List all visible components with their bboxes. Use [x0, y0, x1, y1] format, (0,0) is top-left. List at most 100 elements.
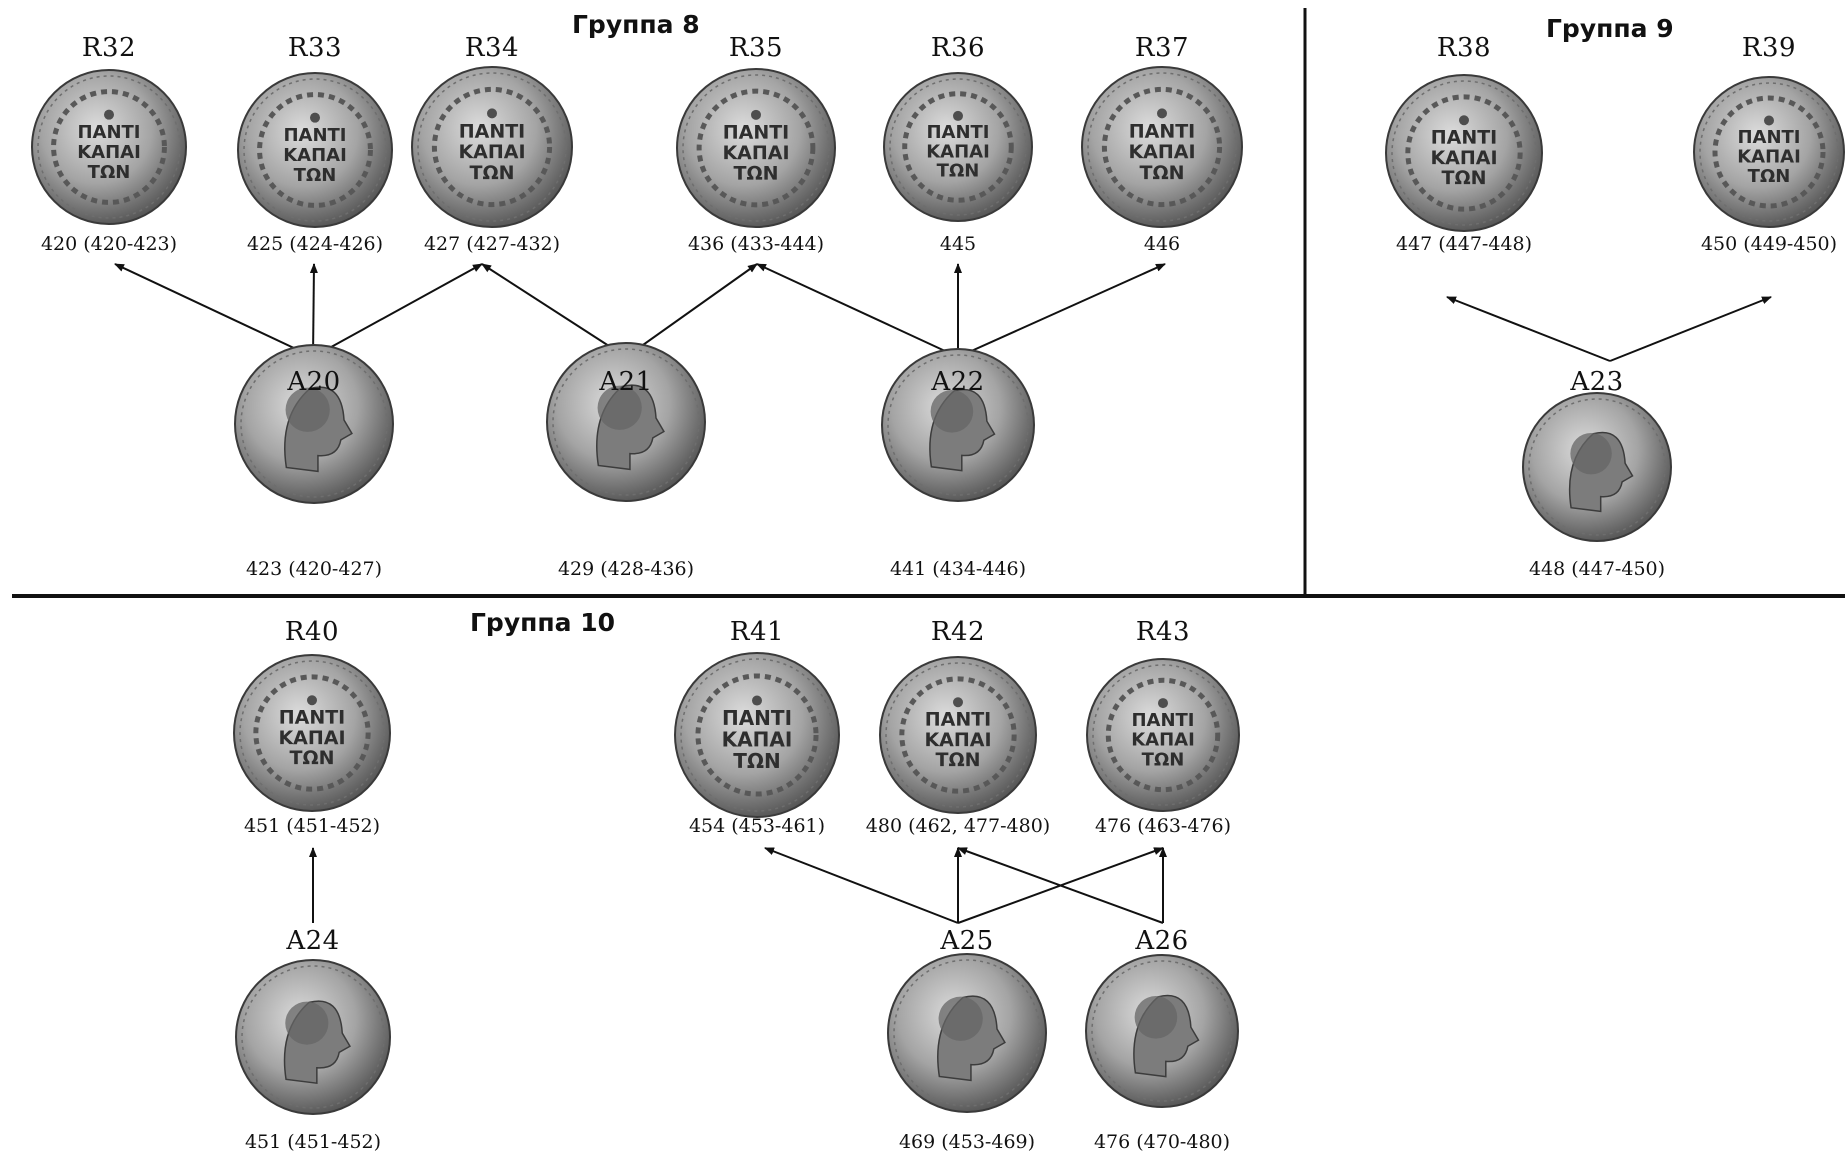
coin-legend-line: ΠΑΝΤΙ [1129, 120, 1196, 142]
coin-caption-r43: 476 (463-476) [1094, 815, 1232, 837]
coin-legend-line: ΠΑΝΤΙ [1737, 127, 1800, 148]
coin-legend-line: ΚΑΠΑΙ [722, 142, 789, 164]
die-label-a23: A23 [1570, 367, 1624, 397]
coin-caption-r41: 454 (453-461) [688, 815, 826, 837]
coin-legend-line: ΠΑΝΤΙ [77, 122, 140, 143]
coin-caption-r40: 451 (451-452) [243, 815, 381, 837]
coin-legend-line: ΚΑΠΑΙ [722, 727, 793, 751]
coin-legend-line: ΠΑΝΤΙ [723, 122, 790, 144]
grape-icon [953, 697, 963, 708]
coin-legend-line: ΠΑΝΤΙ [926, 122, 989, 143]
coin-legend-line: ΤΩΝ [1139, 162, 1184, 184]
grape-icon [1157, 108, 1167, 119]
coin-caption-a23: 448 (447-450) [1528, 558, 1666, 580]
wreath-icon [695, 673, 819, 797]
link-a21-to-r35 [625, 263, 758, 358]
coin-legend-line: ΠΑΝΤΙ [279, 707, 346, 729]
wreath-icon [899, 676, 1017, 794]
wreath-icon [431, 86, 553, 208]
coin-legend-line: ΤΩΝ [1441, 167, 1486, 189]
die-label-r33: R33 [287, 33, 343, 63]
coin-legend-line: ΠΑΝΤΙ [459, 120, 526, 142]
wreathed-hair-icon [285, 1001, 329, 1045]
link-a26-to-r42 [957, 847, 1164, 924]
coin-legend-line: ΤΩΝ [733, 163, 778, 185]
coin-legend-line: ΠΑΝΤΙ [925, 709, 992, 731]
wreathed-hair-icon [1134, 996, 1178, 1039]
group-10-title: Группа 10 [470, 608, 616, 637]
link-a23-to-r38 [1446, 296, 1611, 362]
grape-icon [953, 110, 963, 121]
coin-legend-line: ΤΩΝ [88, 162, 131, 183]
wreath-icon [902, 91, 1014, 203]
group-9-title: Группа 9 [1546, 14, 1674, 43]
coin-legend-line: ΤΩΝ [289, 747, 334, 769]
grape-icon [307, 695, 317, 706]
grape-icon [1158, 698, 1168, 709]
wreathed-hair-icon [1570, 432, 1612, 475]
coin-caption-r32: 420 (420-423) [40, 233, 178, 255]
coin-a24-obverse [235, 959, 391, 1115]
die-label-a22: A22 [931, 367, 985, 397]
coin-caption-a21: 429 (428-436) [557, 558, 695, 580]
link-a22-to-r37 [957, 263, 1166, 358]
coin-caption-a24: 451 (451-452) [244, 1131, 382, 1153]
die-label-a24: A24 [286, 926, 340, 956]
die-label-a26: A26 [1135, 926, 1189, 956]
coin-caption-a20: 423 (420-427) [245, 558, 383, 580]
die-label-r43: R43 [1135, 617, 1191, 647]
coin-legend-line: ΚΑΠΑΙ [458, 141, 525, 163]
die-label-r41: R41 [729, 617, 785, 647]
coin-legend-line: ΚΑΠΑΙ [1131, 730, 1195, 751]
link-a20-to-r33 [309, 263, 318, 358]
coin-caption-a22: 441 (434-446) [889, 558, 1027, 580]
grape-icon [751, 109, 761, 120]
die-label-r34: R34 [464, 33, 520, 63]
link-a21-to-r34 [481, 263, 627, 358]
coin-a21-obverse [546, 342, 706, 502]
coin-legend-line: ΠΑΝΤΙ [1131, 710, 1194, 731]
coin-caption-r38: 447 (447-448) [1395, 233, 1533, 255]
wreath-icon [257, 92, 373, 208]
die-links [114, 263, 1772, 924]
wreath-icon [696, 88, 816, 208]
link-a22-to-r35 [756, 263, 959, 358]
coin-legend-line: ΤΩΝ [1748, 166, 1791, 187]
coin-a20-obverse [234, 344, 394, 504]
coin-a25-obverse [887, 953, 1047, 1113]
die-label-r32: R32 [81, 33, 137, 63]
die-label-r42: R42 [930, 617, 986, 647]
coin-a22-obverse [881, 348, 1035, 502]
link-a23-to-r39 [1609, 296, 1772, 362]
grape-icon [1764, 115, 1774, 126]
coin-caption-a25: 469 (453-469) [898, 1131, 1036, 1153]
coin-a23-obverse [1522, 392, 1672, 542]
wreath-icon [51, 89, 167, 205]
coins: ΠΑΝΤΙΚΑΠΑΙΤΩΝΠΑΝΤΙΚΑΠΑΙΤΩΝΠΑΝΤΙΚΑΠΑΙΤΩΝΠ… [31, 66, 1845, 1115]
coin-legend-line: ΚΑΠΑΙ [924, 729, 991, 751]
coin-caption-r34: 427 (427-432) [423, 233, 561, 255]
coin-a26-obverse [1085, 954, 1239, 1108]
coin-legend-line: ΤΩΝ [1142, 749, 1185, 770]
die-label-r35: R35 [728, 33, 784, 63]
coin-caption-r39: 450 (449-450) [1700, 233, 1838, 255]
die-label-a21: A21 [599, 367, 653, 397]
grape-icon [310, 112, 320, 123]
wreath-icon [1712, 95, 1826, 209]
coin-legend-line: ΤΩΝ [733, 749, 780, 773]
die-label-r37: R37 [1134, 33, 1190, 63]
coin-legend-line: ΠΑΝΤΙ [1431, 127, 1498, 149]
coin-caption-r37: 446 [1143, 233, 1181, 255]
group-8-title: Группа 8 [572, 10, 700, 39]
coin-legend-line: ΤΩΝ [937, 161, 980, 182]
coin-caption-r33: 425 (424-426) [246, 233, 384, 255]
die-label-r38: R38 [1436, 33, 1492, 63]
